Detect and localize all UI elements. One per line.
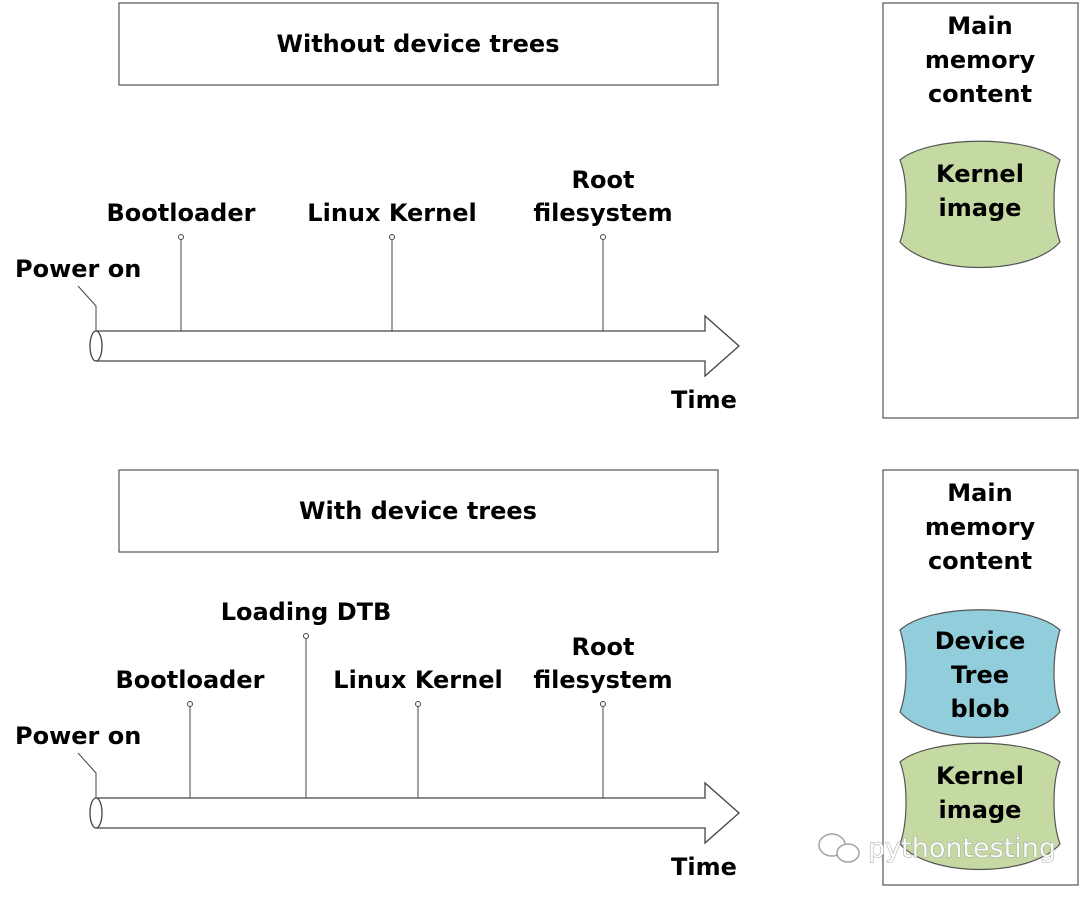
power-on-label-bottom: Power on — [15, 722, 141, 750]
title-box-bottom — [118, 469, 719, 553]
section-without-device-trees: Without device trees Time Power on Bootl… — [15, 2, 1079, 419]
device-tree-blob-2: Tree — [951, 661, 1009, 689]
title-top: Without device trees — [277, 30, 560, 58]
label-filesystem-top: filesystem — [533, 199, 672, 227]
watermark-text: pythontesting — [868, 833, 1056, 864]
label-filesystem-bottom: filesystem — [533, 666, 672, 694]
watermark: pythontesting — [818, 833, 1057, 865]
power-on-leader-bottom — [77, 752, 97, 798]
power-on-leader-top — [77, 285, 97, 331]
kernel-image-block-bottom — [899, 742, 1061, 871]
label-linux-kernel-top: Linux Kernel — [307, 199, 476, 227]
memory-heading-top-2: memory — [925, 46, 1036, 74]
kernel-image-block-top — [899, 140, 1061, 269]
device-tree-blob-block — [899, 609, 1061, 739]
milestone-bootloader-bottom — [187, 701, 193, 798]
memory-heading-bottom-3: content — [928, 547, 1032, 575]
label-loading-dtb: Loading DTB — [221, 598, 392, 626]
label-linux-kernel-bottom: Linux Kernel — [333, 666, 502, 694]
milestone-bootloader-top — [178, 234, 184, 331]
time-label-bottom: Time — [671, 853, 737, 881]
kernel-image-top-1: Kernel — [936, 160, 1024, 188]
kernel-image-top-2: image — [939, 194, 1022, 222]
kernel-image-bottom-1: Kernel — [936, 762, 1024, 790]
kernel-image-bottom-2: image — [939, 796, 1022, 824]
milestone-loading-dtb — [303, 633, 309, 798]
memory-heading-bottom-2: memory — [925, 513, 1036, 541]
label-root-top: Root — [572, 166, 635, 194]
device-tree-blob-3: blob — [950, 695, 1009, 723]
label-root-bottom: Root — [572, 633, 635, 661]
time-label-top: Time — [671, 386, 737, 414]
timeline-arrow-top — [89, 314, 740, 378]
milestone-root-filesystem-top — [600, 234, 606, 331]
title-bottom: With device trees — [299, 497, 537, 525]
timeline-arrow-bottom — [89, 781, 740, 845]
label-bootloader-top: Bootloader — [107, 199, 256, 227]
label-bootloader-bottom: Bootloader — [116, 666, 265, 694]
section-with-device-trees: With device trees Time Power on Bootload… — [15, 469, 1079, 886]
memory-heading-top-3: content — [928, 80, 1032, 108]
memory-heading-top-1: Main — [947, 12, 1012, 40]
title-box-top — [118, 2, 719, 86]
milestone-root-filesystem-bottom — [600, 701, 606, 798]
milestone-linux-kernel-bottom — [415, 701, 421, 798]
memory-heading-bottom-1: Main — [947, 479, 1012, 507]
power-on-label-top: Power on — [15, 255, 141, 283]
milestone-linux-kernel-top — [389, 234, 395, 331]
device-tree-blob-1: Device — [935, 627, 1026, 655]
wechat-icon — [818, 833, 860, 863]
